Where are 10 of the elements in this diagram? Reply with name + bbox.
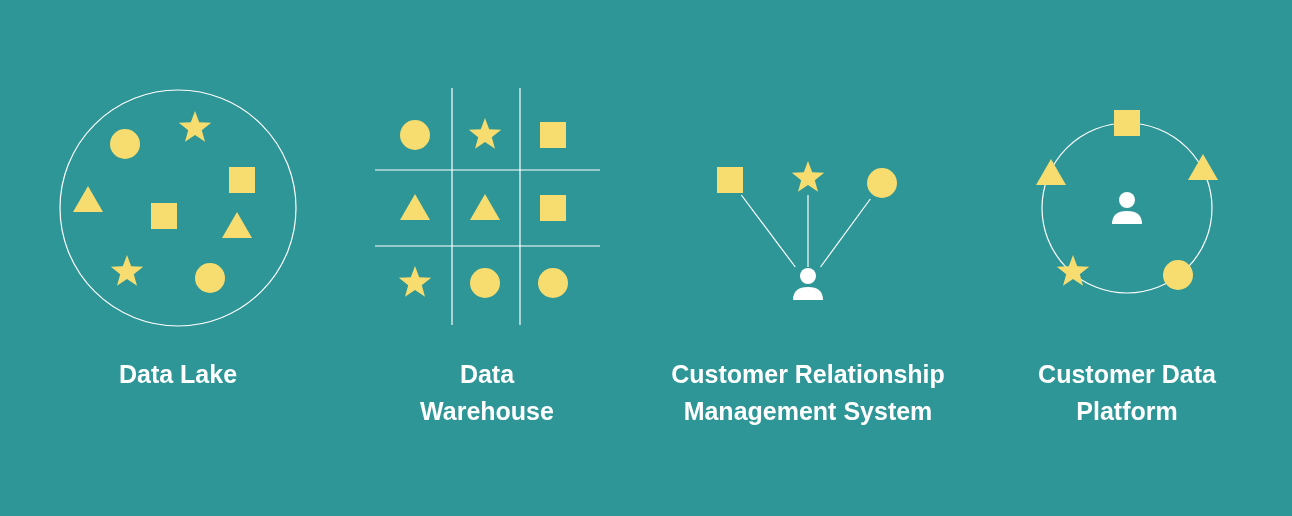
circle-icon bbox=[866, 167, 898, 199]
connector-line bbox=[819, 198, 871, 268]
connector-line bbox=[807, 194, 809, 268]
panel-title: Data Warehouse bbox=[419, 359, 555, 427]
panel-title: Data Lake bbox=[118, 359, 238, 390]
connector-line bbox=[740, 194, 796, 268]
square-icon bbox=[715, 165, 745, 195]
panel-title: Customer Relationship Management System bbox=[670, 359, 946, 427]
person-icon bbox=[792, 267, 824, 301]
panel-title: Customer Data Platform bbox=[1037, 359, 1217, 427]
